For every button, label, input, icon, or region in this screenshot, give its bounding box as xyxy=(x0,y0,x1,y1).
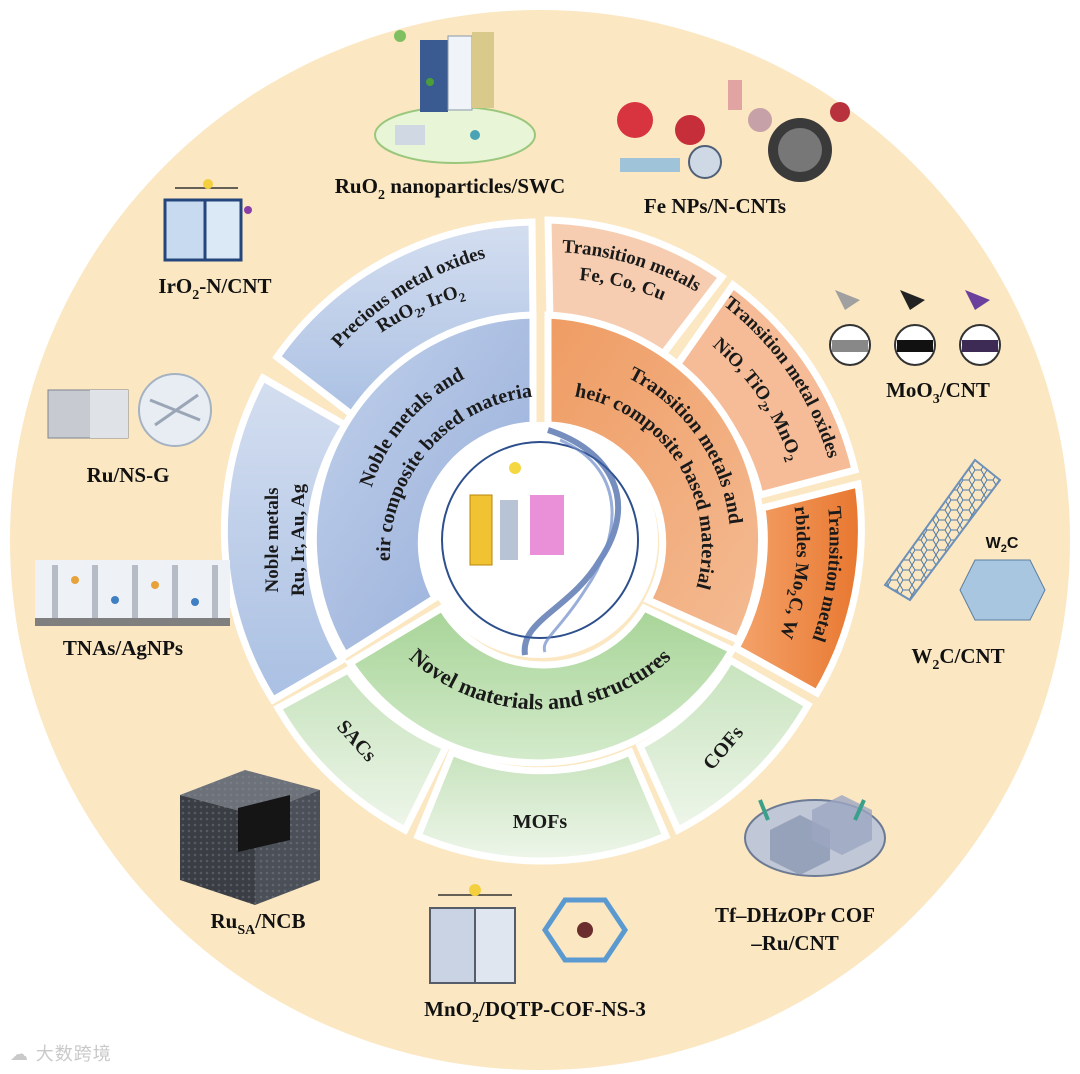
svg-text:Ru, Ir, Au, Ag: Ru, Ir, Au, Ag xyxy=(288,483,309,596)
moo3-label: MoO3/CNT xyxy=(886,378,990,407)
tf-cof-illustration xyxy=(744,795,886,877)
svg-text:Noble metals: Noble metals xyxy=(262,487,283,592)
ru-nsg-label: Ru/NS-G xyxy=(87,463,170,487)
ruo2-swc-illustration xyxy=(374,30,536,164)
mno2-label: MnO2/DQTP-COF-NS-3 xyxy=(424,997,646,1026)
ru-sa-illustration xyxy=(180,770,320,905)
noble-metals-label: Noble metals Ru, Ir, Au, Ag xyxy=(262,483,309,596)
tnas-illustration xyxy=(35,560,230,626)
sector-sacs xyxy=(273,665,451,835)
ru-sa-label: RuSA/NCB xyxy=(211,909,306,938)
center-illustration xyxy=(422,422,658,658)
w2c-illustration xyxy=(883,458,1046,621)
w2c-inset-label: W2C xyxy=(986,535,1019,555)
sector-transition-composites xyxy=(544,311,766,645)
iro2-illustration xyxy=(163,179,252,262)
watermark-logo-icon: ☁ xyxy=(10,1044,29,1065)
ruo2-swc-label: RuO2 nanoparticles/SWC xyxy=(335,174,565,203)
fe-nps-illustration xyxy=(617,80,850,182)
tnas-label: TNAs/AgNPs xyxy=(63,636,183,660)
fe-nps-label: Fe NPs/N-CNTs xyxy=(644,194,786,218)
ru-nsg-illustration xyxy=(47,373,212,447)
moo3-illustration xyxy=(829,290,1001,366)
inner-ring xyxy=(309,311,766,767)
iro2-label: IrO2-N/CNT xyxy=(158,274,271,303)
sector-cofs xyxy=(635,655,813,835)
w2c-label: W2C/CNT xyxy=(911,644,1004,673)
sector-novel-materials xyxy=(345,603,737,767)
tf-cof-label-1: Tf–DHzOPr COF xyxy=(715,903,875,927)
sector-mofs xyxy=(413,747,671,865)
mofs-label: MOFs xyxy=(513,811,568,833)
mno2-illustration xyxy=(429,884,629,984)
watermark: ☁ 大数跨境 xyxy=(10,1040,112,1066)
tf-cof-label-2: –Ru/CNT xyxy=(750,931,839,955)
watermark-text: 大数跨境 xyxy=(35,1044,112,1065)
